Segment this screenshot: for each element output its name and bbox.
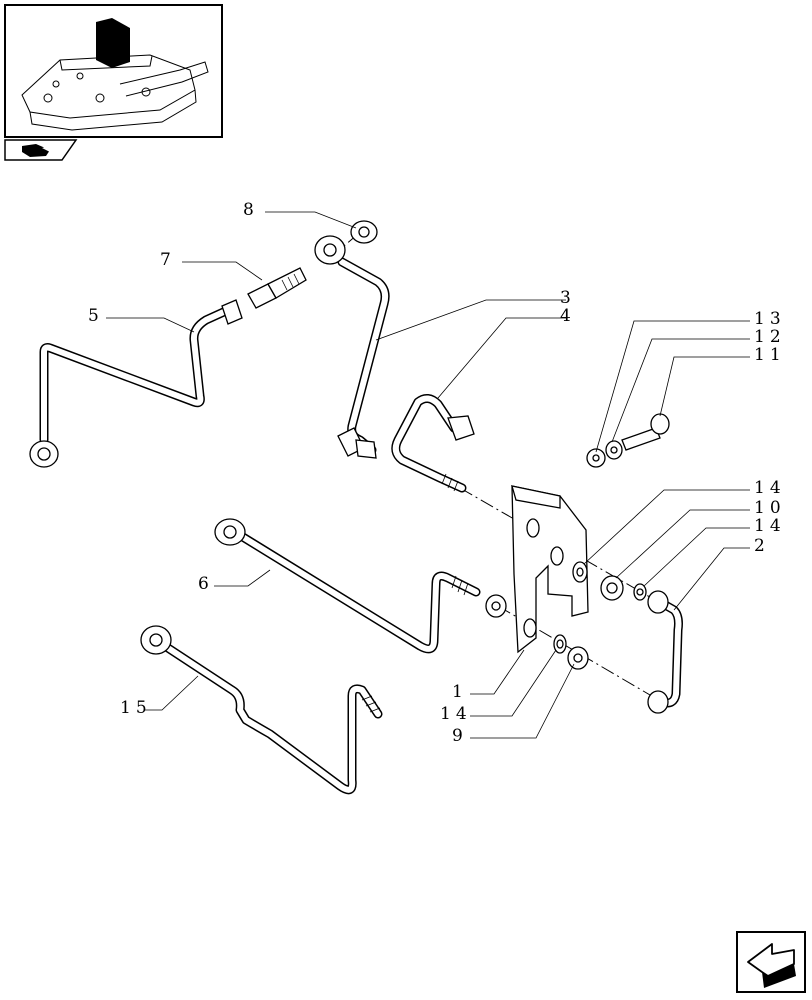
pipe-5 — [29, 299, 243, 468]
callout-12: 12 — [754, 327, 786, 347]
pipe-2 — [647, 590, 683, 714]
callout-2: 2 — [754, 536, 770, 556]
washer-14-mid — [633, 583, 647, 601]
leader-11 — [659, 356, 750, 417]
washer-12 — [605, 440, 623, 460]
assembly-thumbnail[interactable] — [4, 4, 223, 138]
bracket-1 — [511, 485, 589, 654]
leader-2 — [673, 547, 750, 611]
pipe-3 — [314, 235, 390, 459]
leader-14a — [583, 489, 750, 565]
callout-14-b: 14 — [754, 516, 786, 536]
leader-14b — [643, 527, 750, 587]
pipe-4 — [391, 394, 475, 493]
leader-7 — [182, 261, 263, 281]
callout-6: 6 — [198, 574, 214, 594]
callout-11: 11 — [754, 345, 786, 365]
leader-1 — [470, 649, 525, 695]
callout-14-a: 14 — [754, 478, 786, 498]
leader-5 — [106, 317, 195, 333]
callout-8: 8 — [243, 200, 259, 220]
washer-14-upper — [572, 561, 588, 583]
assembly-axis-mid — [459, 487, 663, 605]
leader-10 — [615, 509, 750, 579]
fitting-7 — [247, 267, 307, 309]
callout-5: 5 — [88, 306, 104, 326]
leader-3 — [375, 299, 566, 341]
leader-6 — [214, 569, 271, 587]
nut-10 — [600, 575, 624, 601]
pipe-15 — [140, 625, 383, 795]
hydraulic-category-icon — [22, 144, 50, 157]
washer-14-lower — [553, 634, 567, 654]
leader-14c — [470, 649, 557, 717]
leader-9 — [470, 663, 575, 739]
nut-9 — [567, 646, 589, 670]
leader-15 — [144, 675, 199, 711]
callout-13: 13 — [754, 309, 786, 329]
washer-pipe6 — [485, 594, 507, 618]
washer-8 — [350, 220, 378, 244]
bolt-11 — [621, 413, 670, 451]
leader-13 — [595, 320, 750, 453]
leader-12 — [611, 338, 750, 443]
leader-8 — [265, 211, 357, 229]
callout-7: 7 — [160, 250, 176, 270]
callout-15: 15 — [120, 698, 152, 718]
callout-9: 9 — [452, 726, 468, 746]
pipe-6 — [214, 518, 481, 654]
lift-cover-illustration — [21, 54, 209, 131]
category-tab[interactable] — [4, 139, 78, 161]
callout-4: 4 — [560, 306, 576, 326]
callout-10: 10 — [754, 498, 786, 518]
callout-3: 3 — [560, 288, 576, 308]
next-page-arrow-icon[interactable] — [736, 931, 806, 993]
highlighted-part-icon — [96, 18, 130, 68]
nut-13 — [586, 448, 606, 468]
callout-14-c: 14 — [440, 704, 472, 724]
callout-1: 1 — [452, 682, 468, 702]
leader-4 — [437, 317, 566, 399]
